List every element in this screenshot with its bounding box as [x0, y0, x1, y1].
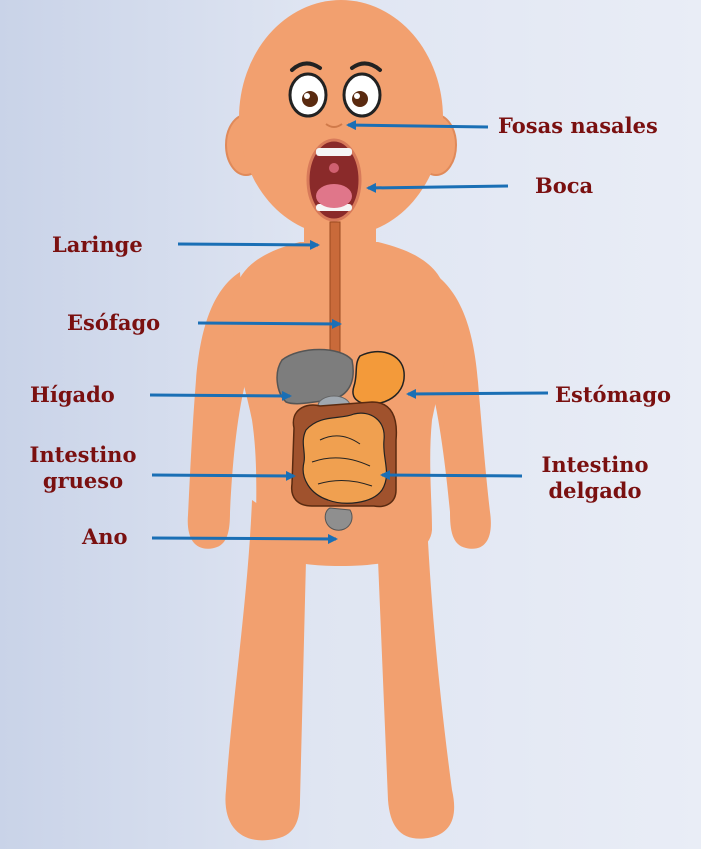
tongue	[316, 184, 352, 208]
upper-teeth	[316, 148, 352, 156]
uvula	[329, 163, 339, 173]
label-ano: Ano	[82, 524, 128, 550]
arrow-fosas-nasales	[348, 125, 488, 127]
esophagus	[330, 222, 340, 357]
arrow-intestino-delgado	[382, 475, 522, 476]
label-estomago: Estómago	[555, 382, 671, 408]
anus-rectum	[325, 508, 352, 530]
arrow-laringe	[178, 244, 318, 245]
label-fosas-nasales: Fosas nasales	[498, 113, 658, 139]
arrow-ano	[152, 538, 336, 539]
label-intestino-delgado: Intestino delgado	[520, 452, 670, 504]
right-pupil	[352, 91, 368, 107]
label-esofago: Esófago	[67, 310, 160, 336]
label-higado: Hígado	[30, 382, 115, 408]
label-intestino-grueso-line1: Intestino	[8, 442, 158, 468]
label-intestino-grueso-line2: grueso	[8, 468, 158, 494]
arrow-estomago	[408, 393, 548, 394]
label-intestino-delgado-line1: Intestino	[520, 452, 670, 478]
arrow-intestino-grueso	[152, 475, 294, 476]
label-intestino-grueso: Intestino grueso	[8, 442, 158, 494]
arrow-boca	[368, 186, 508, 188]
right-eye-highlight	[354, 93, 360, 99]
left-eye-highlight	[304, 93, 310, 99]
arrow-higado	[150, 395, 290, 396]
left-pupil	[302, 91, 318, 107]
arrow-esofago	[198, 323, 340, 324]
label-laringe: Laringe	[52, 232, 143, 258]
label-intestino-delgado-line2: delgado	[520, 478, 670, 504]
label-boca: Boca	[535, 173, 593, 199]
